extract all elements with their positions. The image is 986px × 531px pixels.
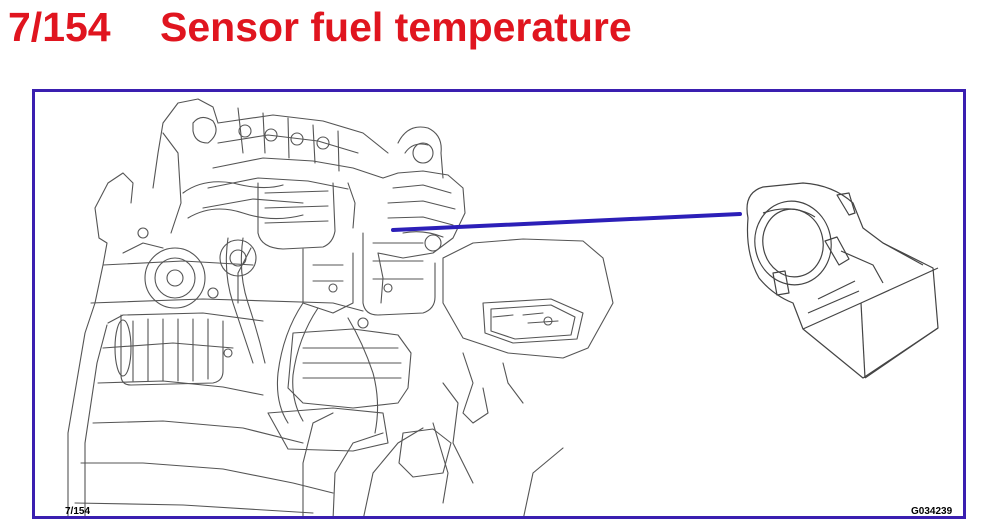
leader-line [391, 212, 742, 232]
figure-page-code: 7/154 [65, 506, 91, 517]
drawing-code: G034239 [911, 506, 953, 517]
illustration-frame: 7/154 G034239 [32, 89, 966, 519]
page-title: Sensor fuel temperature [160, 4, 632, 50]
section-number: 7/154 [8, 4, 111, 50]
fuel-temperature-sensor-drawing [746, 182, 939, 379]
engine-illustration [67, 98, 939, 516]
engine-drawing [67, 98, 614, 516]
